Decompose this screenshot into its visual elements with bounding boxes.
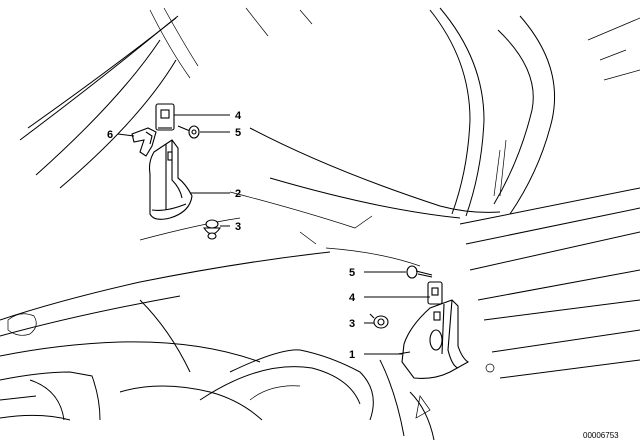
clip-3-lower — [369, 313, 389, 329]
callout-2: 2 — [235, 188, 241, 200]
callout-4-lower: 4 — [349, 292, 356, 304]
leader-lines-lower — [364, 271, 430, 355]
bracket-6 — [131, 127, 157, 157]
screw-5-lower — [406, 265, 433, 279]
vehicle-outline — [0, 7, 640, 441]
trim-cover-1 — [397, 299, 470, 379]
trim-cover-2 — [148, 139, 193, 220]
clip-nut-4-upper — [155, 103, 175, 131]
callout-6: 6 — [107, 129, 113, 141]
clip-3-upper — [202, 219, 222, 240]
callout-4-upper: 4 — [235, 110, 242, 122]
callout-3-upper: 3 — [235, 221, 241, 233]
callout-5-upper: 5 — [235, 127, 241, 139]
reference-code: 00006753 — [583, 431, 619, 440]
screw-5-upper — [177, 125, 200, 139]
clip-nut-4-lower — [427, 281, 443, 305]
callout-3-lower: 3 — [349, 318, 355, 330]
callout-5-lower: 5 — [349, 267, 355, 279]
callout-1: 1 — [349, 349, 355, 361]
leader-lines-upper — [117, 114, 230, 227]
